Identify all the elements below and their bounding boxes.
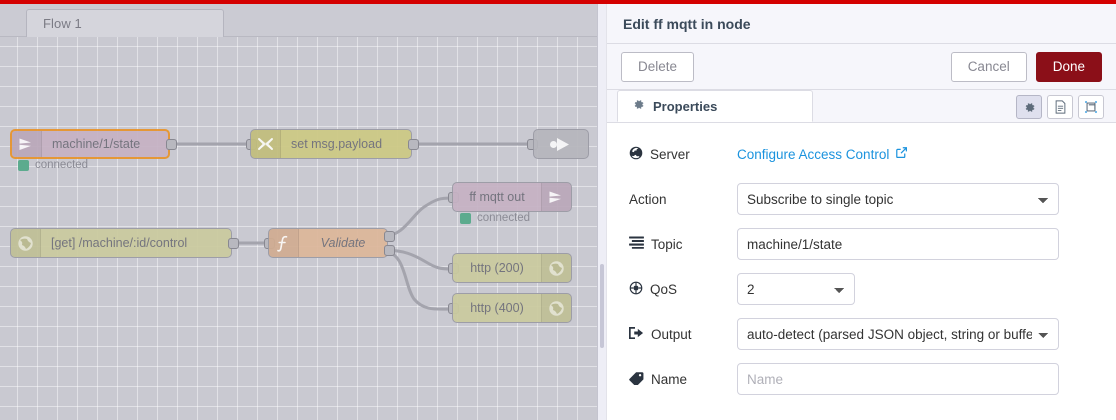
- flow-node-mqtt-out-status: connected: [460, 212, 530, 224]
- edit-panel-form: Server Configure Access Control Action: [607, 123, 1116, 420]
- appearance-icon: [1085, 101, 1097, 113]
- qos-target-icon: [629, 281, 643, 298]
- page-title: Edit ff mqtt in node: [623, 15, 751, 32]
- flow-node-label: Validate: [320, 236, 366, 250]
- status-dot-icon: [460, 212, 471, 224]
- configure-access-control-text: Configure Access Control: [737, 146, 890, 162]
- label-action-text: Action: [629, 191, 667, 207]
- tab-properties[interactable]: Properties: [617, 90, 813, 122]
- globe-icon: [629, 146, 643, 163]
- properties-gear-icon-button[interactable]: [1016, 95, 1042, 119]
- label-action: Action: [629, 192, 737, 207]
- flow-node-http-200[interactable]: http (200): [452, 253, 572, 283]
- appearance-icon-button[interactable]: [1078, 95, 1104, 119]
- flow-node-label: [get] /machine/:id/control: [51, 236, 188, 250]
- flow-node-http-in[interactable]: [get] /machine/:id/control: [10, 228, 232, 258]
- description-doc-icon-button[interactable]: [1047, 95, 1073, 119]
- topic-input[interactable]: [737, 228, 1059, 260]
- label-topic: Topic: [629, 236, 737, 252]
- label-server-text: Server: [650, 146, 690, 162]
- globe-icon: [541, 254, 571, 282]
- form-row-topic: Topic: [629, 228, 1098, 260]
- flow-node-label: machine/1/state: [52, 137, 141, 151]
- label-server: Server: [629, 146, 737, 163]
- form-row-qos: QoS 2: [629, 273, 1098, 305]
- output-arrow-icon: [629, 326, 644, 343]
- list-icon: [629, 236, 644, 252]
- label-output-text: Output: [651, 326, 692, 342]
- gear-icon: [632, 98, 645, 114]
- edit-panel-header: Edit ff mqtt in node: [607, 4, 1116, 44]
- mqtt-icon: [541, 183, 571, 211]
- tag-icon: [629, 371, 644, 388]
- flow-node-change-output-port[interactable]: [408, 139, 419, 150]
- flow-canvas[interactable]: machine/1/state connected set msg.payloa…: [0, 37, 597, 420]
- edit-panel-tab-row: Properties: [607, 90, 1116, 123]
- form-row-server: Server Configure Access Control: [629, 139, 1098, 169]
- done-button[interactable]: Done: [1035, 51, 1102, 82]
- flow-node-mqtt-in[interactable]: machine/1/state: [10, 129, 170, 159]
- tab-properties-label: Properties: [653, 98, 718, 114]
- flow-node-mqtt-in-output-port[interactable]: [166, 139, 177, 150]
- flow-node-label: set msg.payload: [291, 137, 383, 151]
- flow-node-function[interactable]: Validate: [268, 228, 388, 258]
- flow-node-label: ff mqtt out: [469, 190, 525, 204]
- function-icon: [269, 229, 299, 257]
- globe-icon: [11, 229, 41, 257]
- form-row-action: Action Subscribe to single topic: [629, 183, 1098, 215]
- flow-node-mqtt-out[interactable]: ff mqtt out: [452, 182, 572, 212]
- flow-node-label: http (400): [470, 301, 524, 315]
- external-link-icon: [895, 146, 908, 162]
- globe-icon: [541, 294, 571, 322]
- flow-node-label: http (200): [470, 261, 524, 275]
- flow-tab-strip: Flow 1: [0, 4, 597, 38]
- edit-panel-icon-buttons: [1016, 95, 1104, 119]
- delete-button[interactable]: Delete: [621, 51, 695, 82]
- output-select[interactable]: auto-detect (parsed JSON object, string …: [737, 318, 1059, 350]
- gear-icon: [1025, 102, 1034, 112]
- label-name-text: Name: [651, 371, 688, 387]
- flow-node-mqtt-in-status: connected: [18, 159, 88, 171]
- edit-node-panel: Edit ff mqtt in node Delete Cancel Done …: [606, 4, 1116, 420]
- change-shuffle-icon: [251, 130, 281, 158]
- flow-node-change[interactable]: set msg.payload: [250, 129, 412, 159]
- document-icon: [1055, 100, 1065, 114]
- debug-arrow-icon: [534, 130, 586, 158]
- flow-node-function-output-port-1[interactable]: [384, 231, 395, 242]
- status-text: connected: [477, 212, 531, 224]
- edit-panel-toolbar: Delete Cancel Done: [607, 44, 1116, 90]
- mqtt-icon: [12, 131, 42, 157]
- flow-node-http-in-output-port[interactable]: [228, 238, 239, 249]
- name-input[interactable]: [737, 363, 1059, 395]
- status-dot-icon: [18, 159, 29, 171]
- splitter-grip[interactable]: [600, 264, 604, 348]
- app-accent-bar: [0, 0, 1116, 4]
- panel-splitter[interactable]: [597, 4, 606, 420]
- label-qos-text: QoS: [650, 281, 678, 297]
- label-output: Output: [629, 326, 737, 343]
- flow-tab-flow-1[interactable]: Flow 1: [26, 9, 224, 38]
- form-row-output: Output auto-detect (parsed JSON object, …: [629, 318, 1098, 350]
- status-text: connected: [35, 159, 89, 171]
- label-qos: QoS: [629, 281, 737, 298]
- qos-select[interactable]: 2: [737, 273, 855, 305]
- form-row-name: Name: [629, 363, 1098, 395]
- label-name: Name: [629, 371, 737, 388]
- action-select[interactable]: Subscribe to single topic: [737, 183, 1059, 215]
- label-topic-text: Topic: [651, 236, 683, 252]
- cancel-button[interactable]: Cancel: [950, 51, 1027, 82]
- flow-node-http-400[interactable]: http (400): [452, 293, 572, 323]
- flow-node-function-output-port-2[interactable]: [384, 245, 395, 256]
- configure-access-control-link[interactable]: Configure Access Control: [737, 146, 908, 162]
- flow-editor-region: Flow 1: [0, 4, 597, 420]
- flow-node-debug[interactable]: [533, 129, 589, 159]
